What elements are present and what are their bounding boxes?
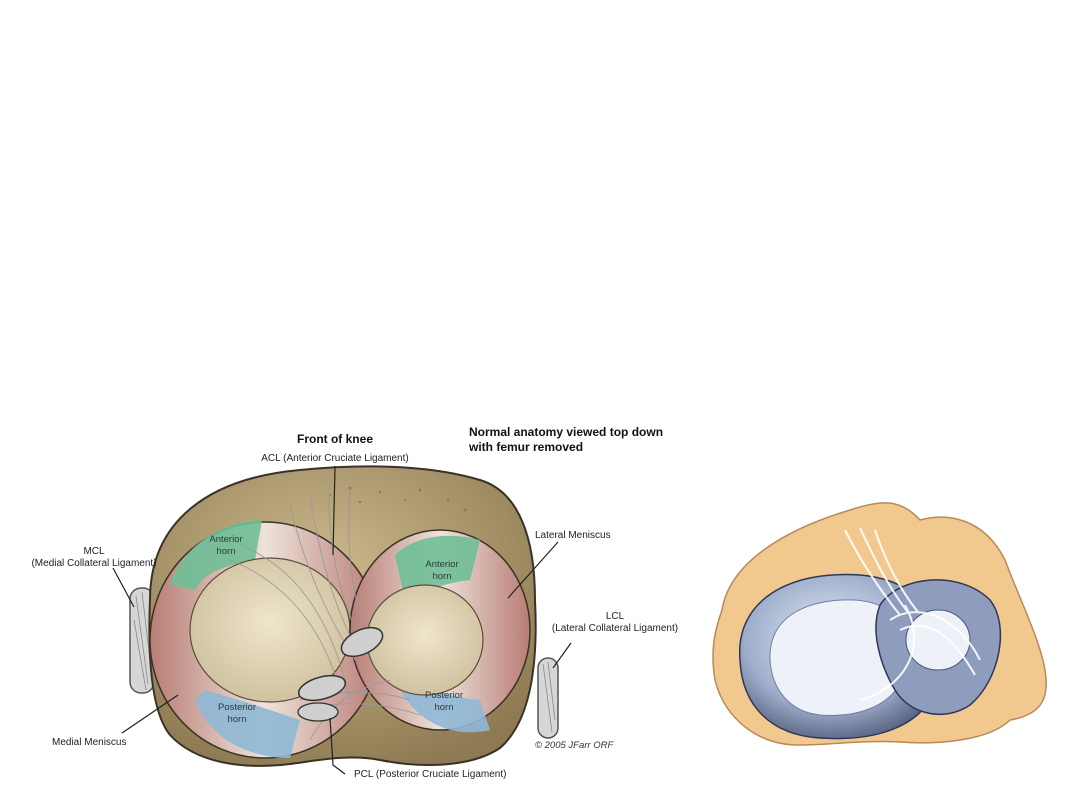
lcl-label-line1: LCL [605,611,625,622]
mcl-leader [112,567,135,608]
lcl-label-line2: (Lateral Collateral Ligament) [551,623,679,634]
leader-lines [112,465,572,775]
pcl-label: PCL (Posterior Cruciate Ligament) [354,769,507,780]
bone-texture [328,486,467,512]
lateral-anterior-horn-label-line2: horn [432,571,452,582]
lcl-ligament [537,657,559,739]
medial-meniscus-label: Medial Meniscus [52,737,127,748]
lateral-posterior-horn-label-line1: Posterior [424,690,463,701]
copyright-label: © 2005 JFarr ORF [535,740,614,751]
lateral-meniscus [349,529,531,733]
medial-meniscus-leader [121,694,179,734]
acl-leader [332,465,336,556]
meniscus-sketch-illustration [712,502,1047,746]
medial-posterior-horn-region [195,690,300,758]
medial-posterior-horn-label-line2: horn [227,714,247,725]
lcl-leader [552,642,572,669]
lateral-tibial-plateau [366,584,484,696]
acl-label: ACL (Anterior Cruciate Ligament) [261,453,409,464]
knee-anatomy-illustration [112,465,572,775]
subtitle-line2: with femur removed [469,440,584,454]
sketch-lateral-plateau [905,609,971,671]
medial-posterior-horn-label-line1: Posterior [217,702,256,713]
lateral-meniscus-label: Lateral Meniscus [535,530,611,541]
pcl-stump [297,674,347,722]
front-of-knee-title: Front of knee [296,432,373,446]
subtitle-line1: Normal anatomy viewed top down [469,425,664,439]
pcl-leader [329,717,346,775]
lateral-anterior-horn-label-line1: Anterior [425,559,459,570]
sketch-ligament-strands [844,527,981,701]
medial-anterior-horn-label-line1: Anterior [209,534,243,545]
mcl-label-line1: MCL [83,546,105,557]
medial-anterior-horn-region [170,520,262,590]
lateral-meniscus-leader [507,541,559,599]
lateral-posterior-horn-label-line2: horn [434,702,454,713]
mcl-label-line2: (Medial Collateral Ligament) [31,558,157,569]
acl-stump [340,626,384,658]
medial-anterior-horn-label-line2: horn [216,546,236,557]
lateral-anterior-horn-region [395,535,480,600]
